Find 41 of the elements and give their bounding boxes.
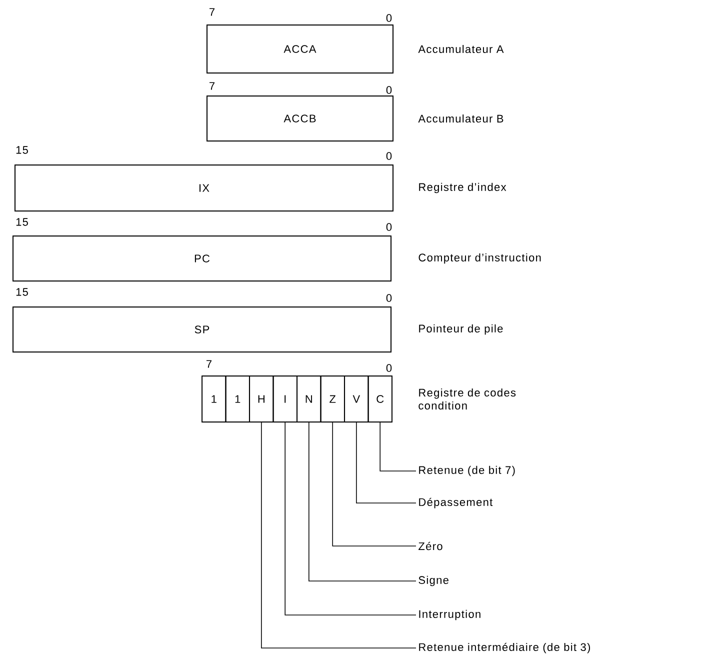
register-description: Registre d’index [419,182,506,194]
bit-number: 0 [386,86,392,94]
bit-number: 15 [16,218,28,226]
register-description: Registre de codes condition [418,388,516,410]
flag-description: Interruption [419,610,480,620]
bit-number: 0 [386,294,392,302]
flag-description: Signe [418,576,448,586]
leader-line [261,422,416,648]
leader-line [332,422,416,546]
bit-number: 15 [16,288,28,296]
leader-line [356,422,416,504]
register-description: Compteur d’instruction [418,253,541,264]
flag-cell: H [249,376,274,422]
flag-description: Retenue (de bit 7) [419,466,515,476]
register-box: ACCA [206,24,394,74]
bit-number: 15 [16,146,28,154]
bit-number: 0 [386,364,392,372]
bit-number: 7 [210,82,214,90]
leader-line [308,422,416,582]
flag-description: Dépassement [419,498,493,508]
bit-number: 0 [386,223,392,231]
flag-cell: C [368,376,392,422]
register-box: IX [14,164,394,212]
flag-cell: Z [320,376,345,422]
bit-number: 7 [206,360,212,368]
leader-line [380,422,416,472]
register-box: PC [12,236,392,282]
flag-description: Retenue intermédiaire (de bit 3) [419,642,590,654]
flag-cell: N [296,376,322,422]
register-box: ACCB [206,96,394,142]
bit-number: 0 [386,152,392,160]
flag-cell: V [344,376,369,422]
flag-cell: I [272,376,298,422]
register-description: Accumulateur A [418,44,504,54]
register-box: SP [12,306,392,352]
register-description: Pointeur de pile [419,324,503,335]
flag-description: Zéro [418,542,442,550]
flag-cell: 1 [225,376,250,422]
leader-line [284,422,416,616]
flag-cell: 1 [202,376,226,422]
register-description: Accumulateur B [418,114,504,123]
